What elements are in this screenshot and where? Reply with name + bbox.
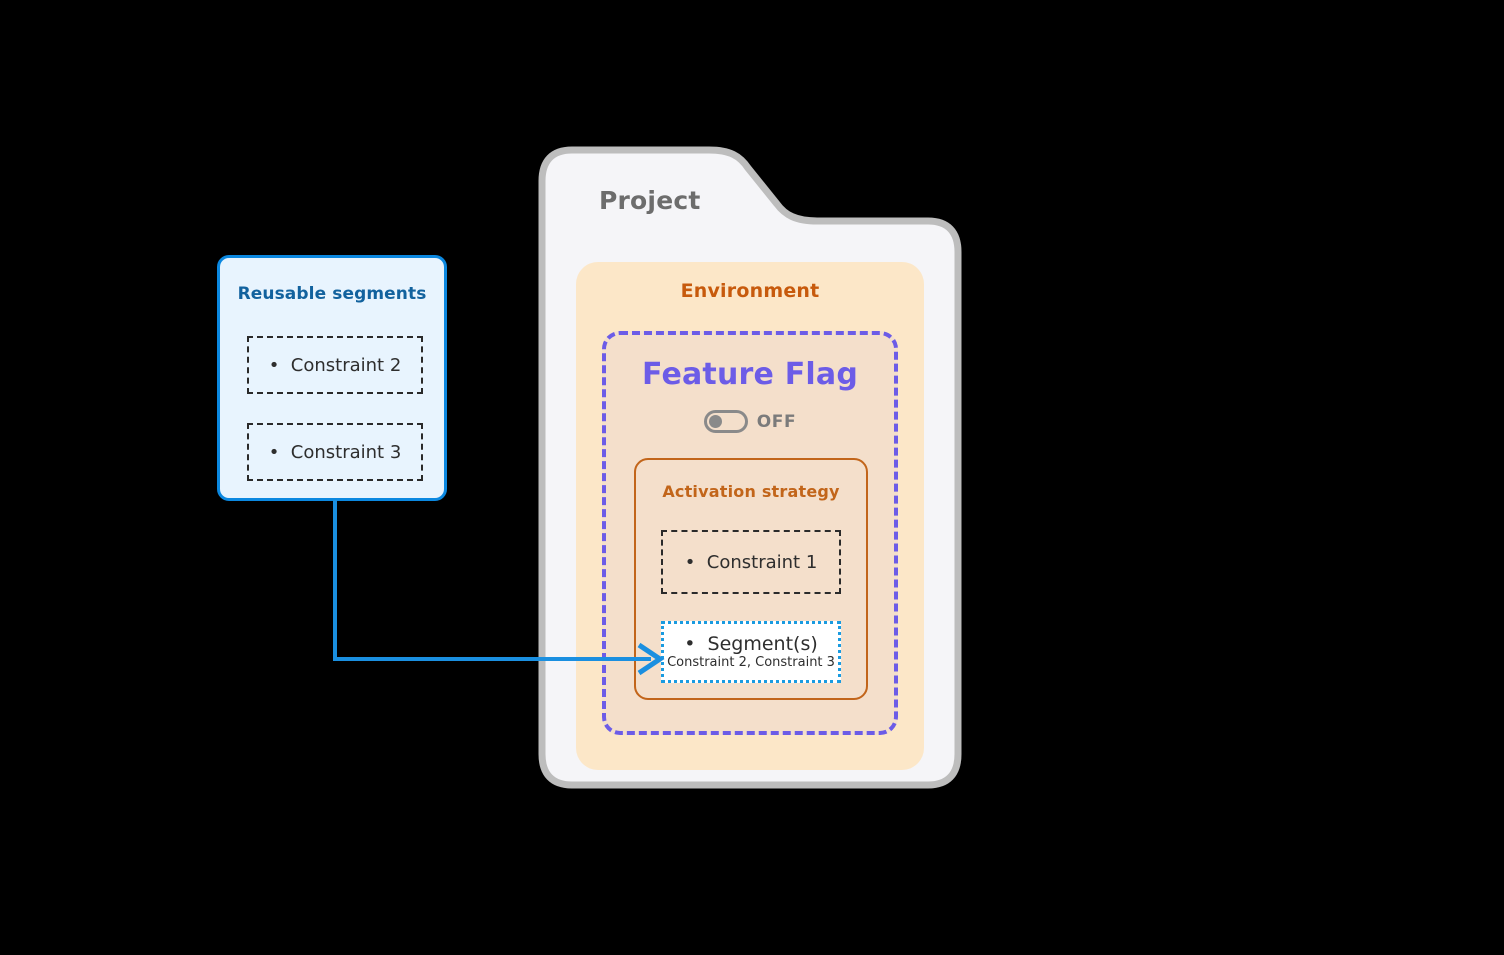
toggle-off-icon[interactable] [703,410,748,433]
feature-flag-label: Feature Flag [641,357,859,392]
reusable-segment-bullet-text: • Constraint 2 [268,354,402,376]
reusable-segment-bullet-text: • Constraint 3 [268,441,402,463]
activation-strategy-label: Activation strategy [662,482,840,501]
activation-constraint-item: • Constraint 1 [661,530,841,594]
activation-segment-item: • Segment(s) Constraint 2, Constraint 3 [661,621,841,683]
toggle-knob [708,415,722,428]
constraint-bullet-text: • Constraint 1 [684,551,818,573]
segment-bullet-text: • Segment(s) [684,632,818,655]
feature-flag-toggle-row: OFF [606,410,894,433]
segment-sub-label: Constraint 2, Constraint 3 [667,654,835,670]
reusable-segments-label: Reusable segments [237,284,427,304]
reusable-segment-item: • Constraint 2 [247,336,423,394]
toggle-state-label: OFF [756,411,797,432]
reusable-segment-item: • Constraint 3 [247,423,423,481]
project-label: Project [599,186,701,215]
reusable-segments-container: Reusable segments • Constraint 2 • Const… [217,255,447,501]
environment-label: Environment [680,280,820,302]
